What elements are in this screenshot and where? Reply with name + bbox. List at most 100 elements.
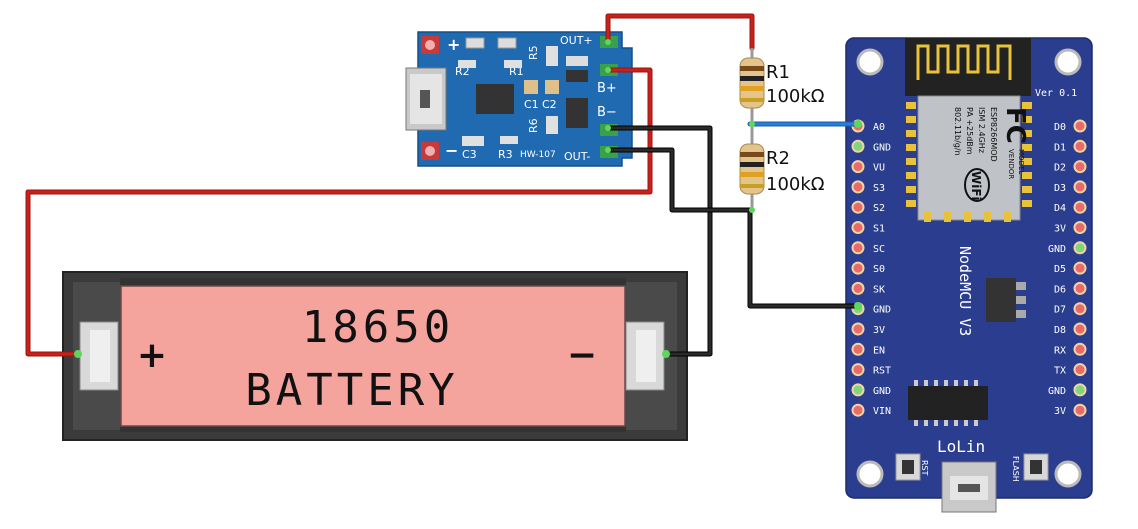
usb-serial-chip — [908, 386, 988, 420]
right-pin-d7-9[interactable] — [1073, 302, 1087, 316]
left-pin-rst-12[interactable] — [851, 363, 865, 377]
left-pin-sc-6[interactable] — [851, 241, 865, 255]
wifi-logo: WiFi — [969, 171, 983, 201]
left-pin-label-9: GND — [873, 305, 891, 316]
esp-ism: ISM 2.4GHz — [977, 107, 986, 153]
left-pin-label-0: A0 — [873, 122, 885, 133]
label-model: HW-107 — [520, 150, 556, 160]
esp-vendor-label: VENDOR — [1007, 149, 1015, 179]
voltage-regulator — [986, 278, 1016, 322]
left-pin-label-6: SC — [873, 244, 885, 255]
label-c3: C3 — [462, 148, 477, 161]
esp-std: 802.11b/g/n — [953, 107, 962, 156]
left-pin-label-2: VU — [873, 163, 885, 174]
right-pin-tx-12[interactable] — [1073, 363, 1087, 377]
charger-minus-label: − — [445, 141, 458, 160]
led-1 — [465, 37, 485, 49]
left-pin-vu-2[interactable] — [851, 160, 865, 174]
left-pin-label-12: RST — [873, 366, 891, 377]
left-pin-3v-10[interactable] — [851, 322, 865, 336]
left-pin-vin-14[interactable] — [851, 403, 865, 417]
battery-label-line1: 18650 — [302, 302, 454, 353]
rst-label: RST — [920, 460, 929, 476]
label-b-minus: B− — [597, 105, 617, 120]
right-pin-d2-2[interactable] — [1073, 160, 1087, 174]
right-pin-label-10: D8 — [1054, 325, 1066, 336]
charger-board: + − R2 R1 R5 OUT+ B+ B− OUT- C1 C2 R6 C3… — [405, 31, 633, 167]
wire-out-plus-to-r1 — [605, 13, 755, 51]
left-pin-label-3: S3 — [873, 183, 885, 194]
board-version: Ver 0.1 — [1035, 88, 1077, 99]
charger-plus-label: + — [447, 35, 460, 54]
right-pin-label-14: 3V — [1054, 406, 1066, 417]
right-pin-d5-7[interactable] — [1073, 261, 1087, 275]
left-pin-s2-4[interactable] — [851, 200, 865, 214]
label-c2: C2 — [542, 98, 557, 111]
right-pin-label-12: TX — [1054, 366, 1066, 377]
right-pin-rx-11[interactable] — [1073, 342, 1087, 356]
resistor-r1: R1 100kΩ — [739, 48, 825, 124]
right-pin-d6-8[interactable] — [1073, 281, 1087, 295]
left-pin-label-10: 3V — [873, 325, 885, 336]
board-brand: LoLin — [937, 437, 985, 456]
right-pin-label-9: D7 — [1054, 305, 1066, 316]
esp-model-label: MODEL — [1017, 149, 1025, 174]
label-b-plus: B+ — [597, 81, 617, 96]
battery-minus-sign: − — [567, 335, 597, 376]
right-pin-gnd-13[interactable] — [1073, 383, 1087, 397]
right-pin-label-7: D5 — [1054, 264, 1066, 275]
right-pin-label-1: D1 — [1054, 142, 1066, 153]
left-pin-label-4: S2 — [873, 203, 885, 214]
battery-cell: 18650 BATTERY + − — [120, 285, 626, 427]
left-pin-s3-3[interactable] — [851, 180, 865, 194]
r2-value: 100kΩ — [766, 174, 825, 195]
right-pin-3v-5[interactable] — [1073, 221, 1087, 234]
left-pin-en-11[interactable] — [851, 342, 865, 356]
right-pin-label-4: D4 — [1054, 203, 1066, 214]
right-pin-label-3: D3 — [1054, 183, 1066, 194]
resistor-r2: R2 100kΩ — [739, 124, 825, 210]
led-2 — [497, 37, 517, 49]
fc-logo: FC — [1000, 107, 1030, 144]
label-r1: R1 — [509, 65, 524, 78]
right-pin-gnd-6[interactable] — [1073, 241, 1087, 255]
right-pin-d4-4[interactable] — [1073, 200, 1087, 214]
esp-module-name: ESP8266MOD — [989, 107, 998, 162]
flash-label: FLASH — [1011, 456, 1020, 482]
left-pin-sk-8[interactable] — [851, 281, 865, 295]
left-pin-label-5: S1 — [873, 224, 885, 235]
right-pin-label-8: D6 — [1054, 284, 1066, 295]
label-r5: R5 — [527, 45, 540, 60]
label-c1: C1 — [524, 98, 539, 111]
left-pin-label-7: S0 — [873, 264, 885, 275]
right-pin-label-13: GND — [1048, 386, 1066, 397]
right-pin-d8-10[interactable] — [1073, 322, 1087, 336]
right-pin-d3-3[interactable] — [1073, 180, 1087, 194]
label-r6: R6 — [527, 118, 540, 133]
left-pin-gnd-1[interactable] — [851, 139, 865, 153]
left-pin-gnd-13[interactable] — [851, 383, 865, 397]
right-pin-d1-1[interactable] — [1073, 139, 1087, 153]
esp-pa: PA +25dBm — [965, 107, 974, 155]
left-pin-s1-5[interactable] — [851, 221, 865, 234]
right-pin-label-6: GND — [1048, 244, 1066, 255]
left-pin-label-14: VIN — [873, 406, 891, 417]
nodemcu-board: Ver 0.1 FC MODEL — [845, 37, 1093, 513]
esp8266-module: FC MODEL VENDOR ESP8266MOD ISM 2.4GHz PA… — [905, 38, 1032, 222]
protection-ic — [566, 98, 588, 128]
r1-name: R1 — [766, 62, 790, 83]
right-pin-label-11: RX — [1054, 345, 1066, 356]
r2-name: R2 — [766, 148, 790, 169]
right-pin-3v-14[interactable] — [1073, 403, 1087, 417]
left-pin-label-8: SK — [873, 284, 885, 295]
battery-label-line2: BATTERY — [245, 365, 458, 416]
right-pin-label-5: 3V — [1054, 224, 1066, 235]
label-out-minus: OUT- — [564, 150, 590, 163]
left-pin-s0-7[interactable] — [851, 261, 865, 275]
label-r2: R2 — [455, 65, 470, 78]
battery-plus-sign: + — [137, 335, 167, 376]
right-pin-d0-0[interactable] — [1073, 119, 1087, 133]
left-pin-label-13: GND — [873, 386, 891, 397]
